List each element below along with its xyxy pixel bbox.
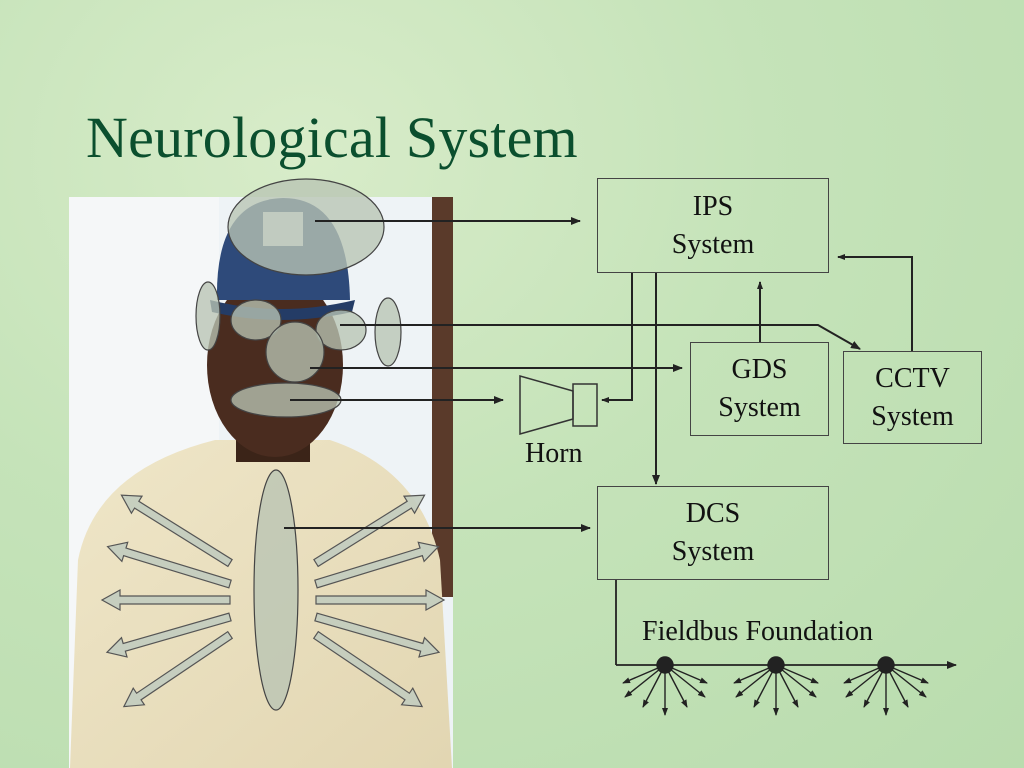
fieldbus-device-2 — [733, 656, 819, 716]
right-ear-overlay — [374, 297, 402, 367]
dcs-box-line1: DCS — [685, 498, 741, 529]
nerve-arrows — [100, 494, 446, 708]
slide-title: Neurological System — [86, 105, 578, 170]
horn-body — [572, 383, 598, 427]
ips-to-horn-arrow — [601, 272, 633, 403]
nerve-arrow-right-4 — [314, 612, 441, 658]
left-ear-overlay — [195, 281, 221, 351]
fieldbus-device-3 — [843, 656, 929, 716]
nerve-arrow-left-5 — [122, 630, 234, 708]
nerve-arrow-left-4 — [105, 612, 232, 658]
gds-box-line1: GDS — [731, 354, 788, 385]
nerve-arrow-right-5 — [312, 630, 424, 708]
brain-overlay — [227, 178, 385, 276]
cctv-to-ips-arrow — [837, 254, 913, 352]
ips-system-box: IPS System — [597, 178, 829, 273]
nerve-arrow-left-2 — [106, 541, 232, 589]
nerve-arrow-left-3 — [100, 588, 231, 612]
ips-box-line1: IPS — [692, 190, 734, 222]
fieldbus-foundation-label: Fieldbus Foundation — [642, 616, 874, 647]
gds-system-box: GDS System — [690, 342, 829, 436]
fieldbus-devices — [622, 656, 929, 716]
horn-label: Horn — [525, 438, 583, 469]
sensory-overlays — [195, 178, 402, 711]
horn-bell — [519, 375, 574, 435]
spine-overlay — [253, 469, 299, 711]
nerve-arrow-right-2 — [314, 541, 440, 589]
cctv-box-line2: System — [871, 400, 954, 432]
photo-door-frame — [432, 197, 453, 597]
cctv-system-box: CCTV System — [843, 351, 982, 444]
right-eye-overlay — [315, 309, 367, 351]
gds-box-line2: System — [718, 392, 801, 423]
nerve-arrow-right-1 — [313, 494, 426, 568]
nose-overlay — [265, 321, 325, 383]
person-photo — [69, 197, 453, 768]
horn-icon — [519, 375, 598, 435]
dcs-box-line2: System — [671, 536, 755, 567]
eyes-to-cctv-arrow — [340, 324, 861, 350]
ips-box-line2: System — [671, 228, 755, 260]
nerve-arrow-right-3 — [315, 588, 446, 612]
left-eye-overlay — [230, 299, 282, 341]
connectors — [284, 217, 913, 532]
fieldbus-device-1 — [622, 656, 708, 716]
cctv-box-line1: CCTV — [875, 362, 950, 394]
nerve-arrow-left-1 — [120, 494, 233, 568]
dcs-system-box: DCS System — [597, 486, 829, 580]
